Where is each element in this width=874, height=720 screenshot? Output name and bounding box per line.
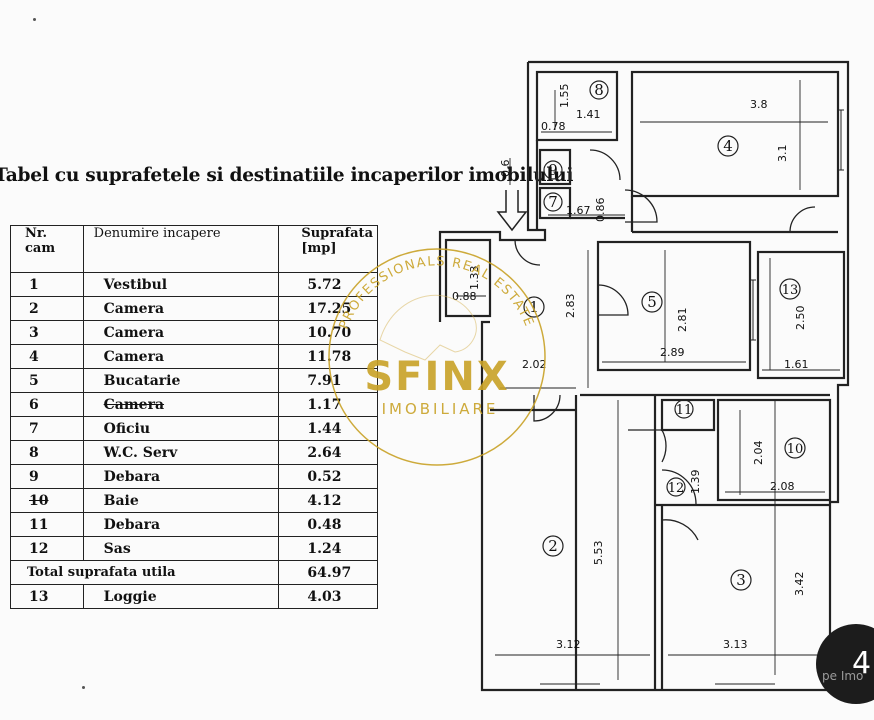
- cell-name: Camera: [82, 344, 280, 369]
- cell-area: 0.48: [278, 512, 378, 537]
- dim-0-78: 0.78: [541, 120, 566, 133]
- speck: [33, 18, 36, 21]
- cell-area: 1.17: [278, 392, 378, 417]
- table-header-row: Nr. cam Denumire incapere Suprafata [mp]: [10, 225, 378, 273]
- corner-number: 4: [852, 646, 872, 681]
- plan-windows: [540, 109, 844, 685]
- cell-name: Debara: [82, 464, 280, 489]
- room-5-label: 5: [647, 293, 657, 311]
- room-8-label: 8: [594, 81, 604, 99]
- speck: [82, 686, 85, 689]
- cell-nr: 9: [10, 464, 84, 489]
- cell-name: Vestibul: [82, 272, 280, 297]
- room-13-label: 13: [782, 283, 799, 298]
- dim-2-04: 2.04: [752, 441, 765, 466]
- cell-nr: 11: [10, 512, 84, 537]
- dim-3-42: 3.42: [793, 572, 806, 597]
- cell-nr: 2: [10, 296, 84, 321]
- loggia-name: Loggie: [82, 584, 280, 609]
- rooms-table: Nr. cam Denumire incapere Suprafata [mp]…: [9, 225, 378, 609]
- dim-3-8: 3.8: [750, 98, 768, 111]
- dim-2-89: 2.89: [660, 346, 685, 359]
- dim-3-13: 3.13: [723, 638, 748, 651]
- total-area: 64.97: [278, 560, 378, 585]
- watermark-brand: SFINX: [364, 354, 509, 400]
- dim-2-83: 2.83: [564, 294, 577, 319]
- dim-1-61: 1.61: [784, 358, 809, 371]
- plan-doors: [514, 149, 816, 541]
- table-title: Tabel cu suprafetele si destinatiile inc…: [0, 164, 574, 186]
- cell-area: 0.52: [278, 464, 378, 489]
- entrance-arrow: [496, 190, 528, 232]
- dim-0-88: 0.88: [452, 290, 477, 303]
- dim-1-33: 1.33: [468, 266, 481, 291]
- room-3-label: 3: [736, 571, 746, 589]
- dim-3-1: 3.1: [776, 145, 789, 163]
- plan-walls: [438, 60, 850, 692]
- watermark-sub: IMOBILIARE: [382, 400, 499, 418]
- cell-area: 2.64: [278, 440, 378, 465]
- cell-name: Oficiu: [82, 416, 280, 441]
- dim-0-86: 0.86: [594, 198, 607, 223]
- dim-2-02: 2.02: [522, 358, 547, 371]
- cell-nr: 3: [10, 320, 84, 345]
- room-1-label: 1: [529, 298, 539, 316]
- dim-1-41: 1.41: [576, 108, 601, 121]
- room-11-label: 11: [676, 403, 693, 418]
- dim-1-39: 1.39: [689, 470, 702, 495]
- loggia-row: 13 Loggie 4.03: [10, 584, 378, 609]
- room-2-label: 2: [548, 537, 558, 555]
- cell-nr: 10: [10, 488, 84, 513]
- room-4-label: 4: [723, 137, 733, 155]
- room-7-label: 7: [548, 193, 558, 211]
- loggia-area: 4.03: [278, 584, 378, 609]
- cell-nr: 12: [10, 536, 84, 561]
- dim-2-50: 2.50: [794, 306, 807, 331]
- dim-1-55: 1.55: [558, 84, 571, 109]
- cell-nr: 1: [10, 272, 84, 297]
- dim-1-67: 1.67: [566, 204, 591, 217]
- corner-badge: [816, 624, 874, 704]
- cell-area: 17.25: [278, 296, 378, 321]
- dimension-lines: [456, 80, 840, 680]
- cell-name: Bucatarie: [82, 368, 280, 393]
- cell-name: Sas: [82, 536, 280, 561]
- total-label: Total suprafata utila: [9, 560, 280, 585]
- header-nr: Nr. cam: [10, 225, 84, 273]
- room-markers: [523, 80, 806, 591]
- dim-5-53: 5.53: [592, 541, 605, 566]
- watermark-arc-text: PROFESSIONALS REAL ESTATE: [337, 254, 537, 331]
- header-area: Suprafata [mp]: [278, 225, 378, 273]
- dim-2-08: 2.08: [770, 480, 795, 493]
- cell-area: 10.70: [278, 320, 378, 345]
- room-9-label: 9: [548, 161, 558, 179]
- sfinx-watermark: PROFESSIONALS REAL ESTATE SFINX IMOBILIA…: [328, 248, 546, 466]
- cell-nr: 6: [10, 392, 84, 417]
- cell-name: Debara: [82, 512, 280, 537]
- corner-text: pe Imo: [822, 669, 864, 683]
- dim-0-6: 0.6: [499, 160, 512, 178]
- room-10-label: 10: [787, 442, 804, 457]
- loggia-nr: 13: [10, 584, 84, 609]
- cell-area: 5.72: [278, 272, 378, 297]
- dim-2-81: 2.81: [676, 308, 689, 333]
- room-12-label: 12: [668, 481, 685, 496]
- total-row: Total suprafata utila 64.97: [9, 560, 378, 585]
- dim-3-12: 3.12: [556, 638, 581, 651]
